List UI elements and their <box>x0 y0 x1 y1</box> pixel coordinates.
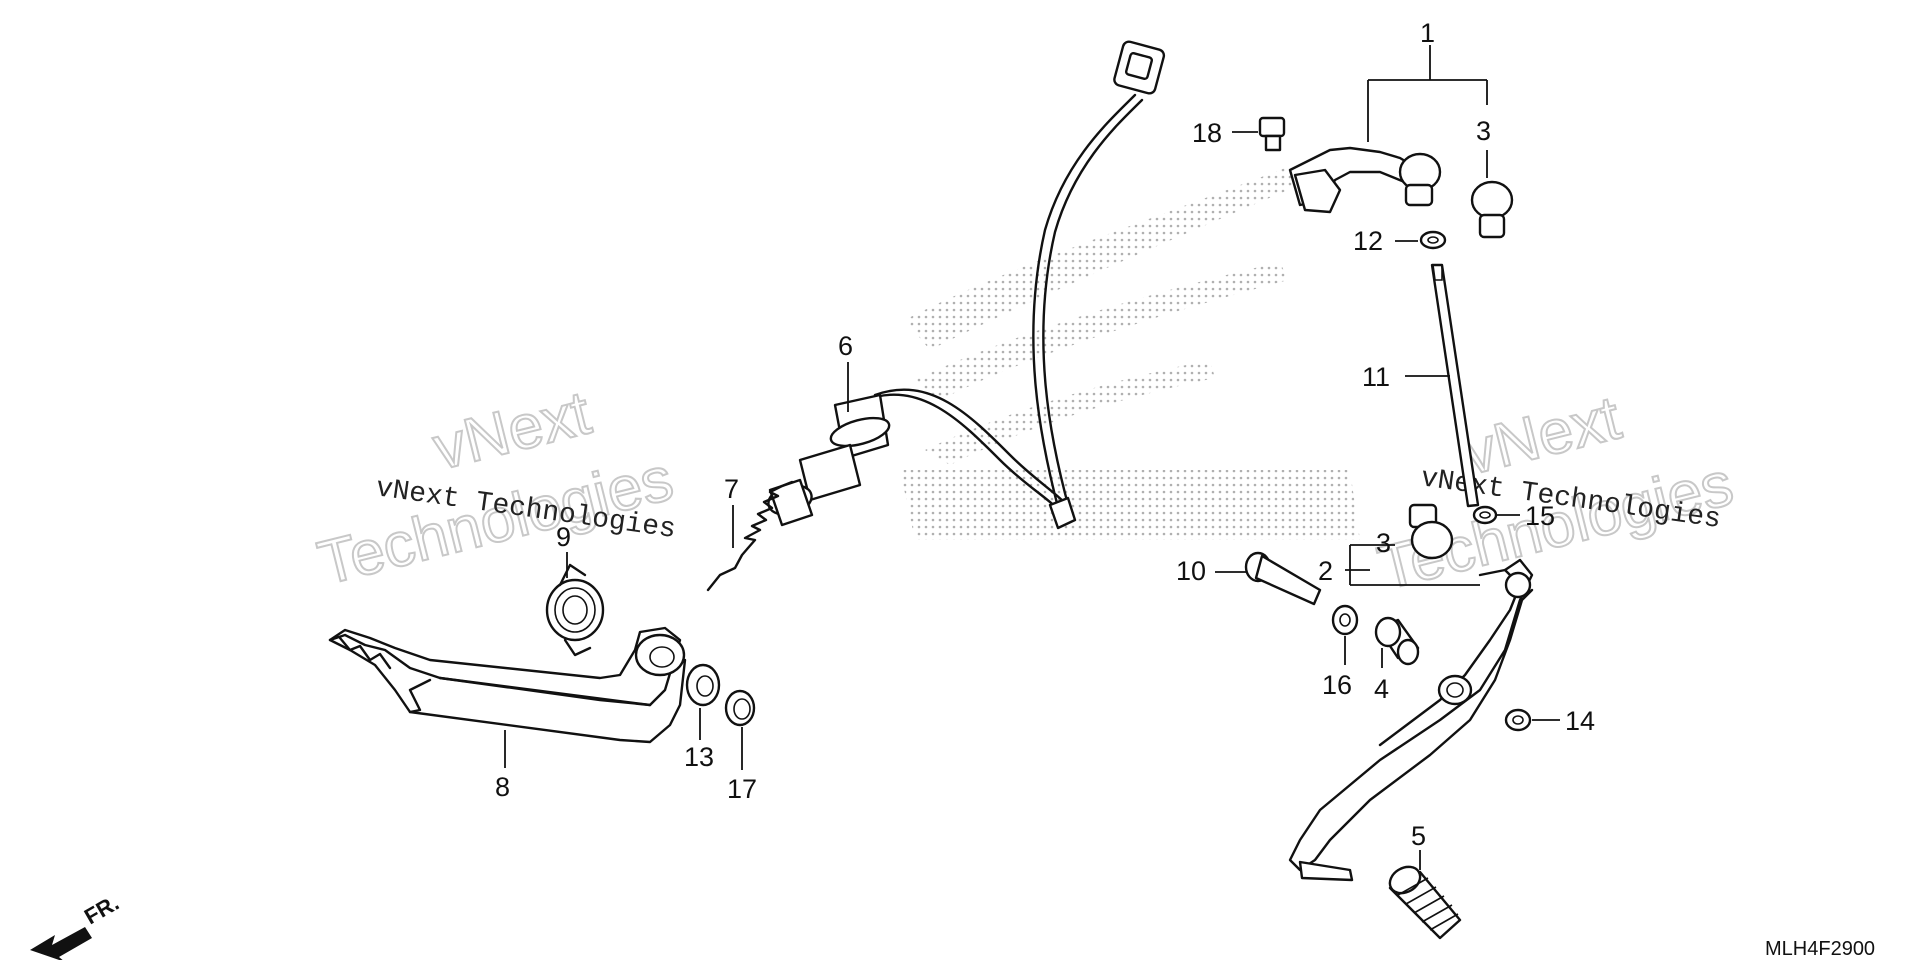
joint-3-upper <box>1470 180 1514 239</box>
front-arrow-icon <box>30 927 92 960</box>
pedal-rubber-5 <box>1388 865 1462 940</box>
nut-15 <box>1472 505 1498 525</box>
shift-arm-1 <box>1288 146 1442 214</box>
callout-14: 14 <box>1565 706 1595 736</box>
callout-15: 15 <box>1525 501 1555 531</box>
diagram-code: MLH4F2900 <box>1765 938 1875 960</box>
front-direction-indicator: FR. <box>30 890 123 960</box>
callout-11: 11 <box>1362 362 1390 392</box>
callout-13: 13 <box>684 742 714 772</box>
callout-12: 12 <box>1353 226 1383 256</box>
callout-10: 10 <box>1176 556 1206 586</box>
callout-4: 4 <box>1374 674 1389 704</box>
tie-rod-11 <box>1430 263 1480 508</box>
callout-5: 5 <box>1411 821 1426 851</box>
callout-2: 2 <box>1318 556 1333 586</box>
bolt-18 <box>1258 116 1286 152</box>
callout-labels: 1 2 3 3 4 5 6 7 8 9 10 11 12 13 14 15 16… <box>495 18 1595 851</box>
callout-3-lower: 3 <box>1376 528 1391 558</box>
joint-3-lower <box>1408 503 1454 560</box>
nut-12 <box>1419 230 1447 250</box>
svg-text:FR.: FR. <box>80 890 123 929</box>
washer-14 <box>1504 708 1532 732</box>
leader-lines <box>504 45 1560 870</box>
return-spring-7 <box>706 480 794 592</box>
watermark-right: vNext Technologies vNext Technologies <box>1371 382 1741 604</box>
bolt-10 <box>1244 551 1322 606</box>
gearshift-pedal-2 <box>1288 558 1534 882</box>
callout-1: 1 <box>1420 18 1435 48</box>
callout-7: 7 <box>724 474 739 504</box>
callout-6: 6 <box>838 331 853 361</box>
callout-9: 9 <box>556 522 571 552</box>
watermark-left: vNext Technologies vNext Technologies <box>311 377 681 599</box>
washer-16 <box>1331 604 1359 636</box>
washer-13 <box>685 663 721 707</box>
callout-3-upper: 3 <box>1476 116 1491 146</box>
callout-17: 17 <box>727 774 757 804</box>
bushing-4 <box>1374 616 1420 666</box>
callout-18: 18 <box>1192 118 1222 148</box>
background-wing-emblem <box>900 168 1360 540</box>
clip-17 <box>724 689 756 727</box>
callout-8: 8 <box>495 772 510 802</box>
callout-16: 16 <box>1322 670 1352 700</box>
stop-switch-assembly <box>767 40 1166 530</box>
brake-pedal-8 <box>328 626 687 744</box>
coil-spring-9 <box>545 563 605 657</box>
